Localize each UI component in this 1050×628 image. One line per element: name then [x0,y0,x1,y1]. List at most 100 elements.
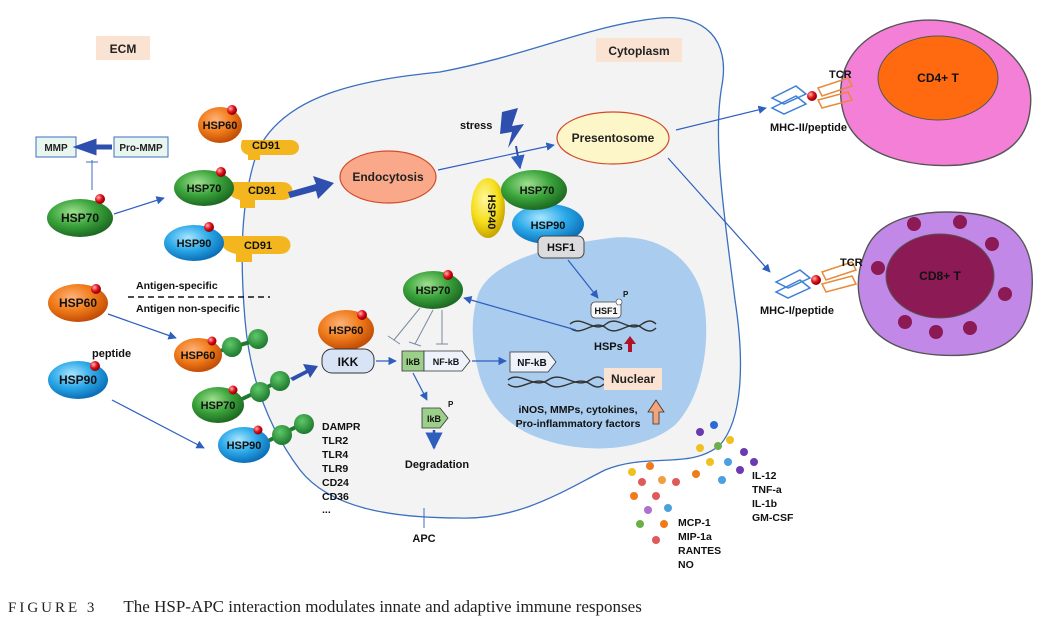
svg-text:HSP70: HSP70 [61,211,99,225]
svg-text:HSP60: HSP60 [59,296,97,310]
mhc2-tcr-complex [770,77,854,115]
mhc1-label: MHC-I/peptide [760,305,834,317]
dna-strand-1 [569,320,657,332]
hsf1-phospho: HSF1 P [590,290,629,319]
svg-text:TNF-a: TNF-a [752,484,782,496]
svg-text:HSP60: HSP60 [329,325,364,337]
hsps-up-arrow-icon [624,336,636,352]
degradation-label: Degradation [405,459,469,471]
svg-text:HSP90: HSP90 [59,373,97,387]
cytokine-list-1: IL-12 TNF-a IL-1b GM-CSF [752,470,794,524]
ikb-to-phospho-arrow [412,372,428,401]
ikk-box [321,348,375,374]
presentosome-label: Presentosome [572,131,655,145]
svg-text:MCP-1: MCP-1 [678,517,711,529]
cytokine-dots-2 [628,462,680,544]
ikk-label: IKK [338,355,359,369]
hsp60-peptide-complex: HSP60 [174,329,268,372]
ikb-label: IkB [406,357,421,367]
svg-text:IL-12: IL-12 [752,470,777,482]
pro-mmp-to-mmp-arrow [72,138,112,156]
hsp60-ikk: HSP60 [318,310,374,350]
cd8-label: CD8+ T [919,269,961,283]
mhc1-tcr-complex [774,261,858,299]
svg-text:HSF1: HSF1 [547,242,575,254]
svg-text:HSP90: HSP90 [177,238,212,250]
svg-text:RANTES: RANTES [678,545,721,557]
pro-mmp-label: Pro-MMP [119,143,163,154]
cytoplasm-label-box [596,38,682,62]
svg-text:HSP90: HSP90 [531,220,566,232]
figure-caption-text: The HSP-APC interaction modulates innate… [123,597,642,616]
hsp60-free: HSP60 [48,284,108,322]
cytokine-dots-1 [692,421,758,484]
hsp90-peptide-complex: HSP90 [218,414,314,463]
hsps-to-hsp70-arrow [463,296,577,331]
antigen-specific-label: Antigen-specific [136,280,218,292]
cd91-receptor-1: CD91 [240,140,299,160]
svg-text:HSF1: HSF1 [594,306,617,316]
svg-text:HSP90: HSP90 [227,440,262,452]
svg-text:HSP60: HSP60 [203,120,238,132]
svg-text:NO: NO [678,559,694,571]
stress-to-hsp-arrow [510,145,525,170]
svg-text:GM-CSF: GM-CSF [752,512,794,524]
hsf1-complex: HSF1 [537,235,585,259]
tcr-label-2: TCR [840,257,863,269]
nucleus [472,237,707,449]
hsp70-peptide-complex: HSP70 [192,371,290,423]
hsp90-cd91: HSP90 [164,222,224,261]
cd4-label: CD4+ T [917,71,959,85]
hsp40: HSP40 [471,178,505,238]
nuclear-label: Nuclear [611,372,655,386]
products-up-arrow-icon [647,399,665,425]
presentosome-node [556,111,670,165]
svg-text:HSP70: HSP70 [201,400,236,412]
svg-text:HSP40: HSP40 [485,195,497,230]
svg-text:P: P [623,290,629,299]
peptide-label: peptide [92,348,131,360]
ikb-phospho-shape [421,407,449,429]
hsp70-inhibition-lines [387,307,448,347]
svg-text:HSP60: HSP60 [181,350,216,362]
presentosome-to-mhc1-arrow [667,157,771,273]
nuclear-label-box [604,368,662,390]
svg-text:MIP-1a: MIP-1a [678,531,712,543]
hsp90-to-receptor-arrow [111,399,205,449]
svg-text:CD36: CD36 [322,491,349,503]
to-ikk-big-arrow [290,364,318,381]
cd91-receptor-3: CD91 [221,236,291,262]
svg-text:CD91: CD91 [244,240,272,252]
nfkb-nuclear-shape [509,351,557,373]
antigen-nonspecific-label: Antigen non-specific [136,303,240,315]
cytokine-list-2: MCP-1 MIP-1a RANTES NO [678,517,721,571]
hsp90-complex: HSP90 [512,204,584,244]
nfkb-nuclear-label: NF-kB [517,358,546,369]
hsp60-to-peptide-arrow [107,313,177,340]
mhc2-label: MHC-II/peptide [770,122,847,134]
svg-text:TLR2: TLR2 [322,435,348,447]
svg-text:CD91: CD91 [252,140,280,152]
hsp70-cytoplasm: HSP70 [403,270,463,309]
ikb-phospho-label: IkB [427,414,442,424]
cytoplasm-label: Cytoplasm [608,44,669,58]
cd4-nucleus [877,35,999,121]
svg-text:CD91: CD91 [248,185,276,197]
hsp70-free: HSP70 [47,194,113,237]
svg-text:HSP70: HSP70 [416,285,451,297]
svg-text:HSP70: HSP70 [187,183,222,195]
ecm-label-box [96,36,150,60]
endocytosis-label: Endocytosis [352,170,424,184]
nfkb-label: NF-kB [433,357,460,367]
svg-text:IL-1b: IL-1b [752,498,777,510]
svg-text:TLR4: TLR4 [322,449,348,461]
svg-text:CD24: CD24 [322,477,349,489]
nuclear-products-line1: iNOS, MMPs, cytokines, [518,404,637,416]
nuclear-products-line2: Pro-inflammatory factors [516,418,641,430]
pro-mmp-box [113,136,169,158]
endocytosis-node [339,150,437,204]
hsp70-complex: HSP70 [501,170,567,210]
hsp60-cd91: HSP60 [198,105,242,143]
to-endocytosis-big-arrow [288,176,334,199]
hsf1-to-nucleus-arrow [567,259,599,299]
